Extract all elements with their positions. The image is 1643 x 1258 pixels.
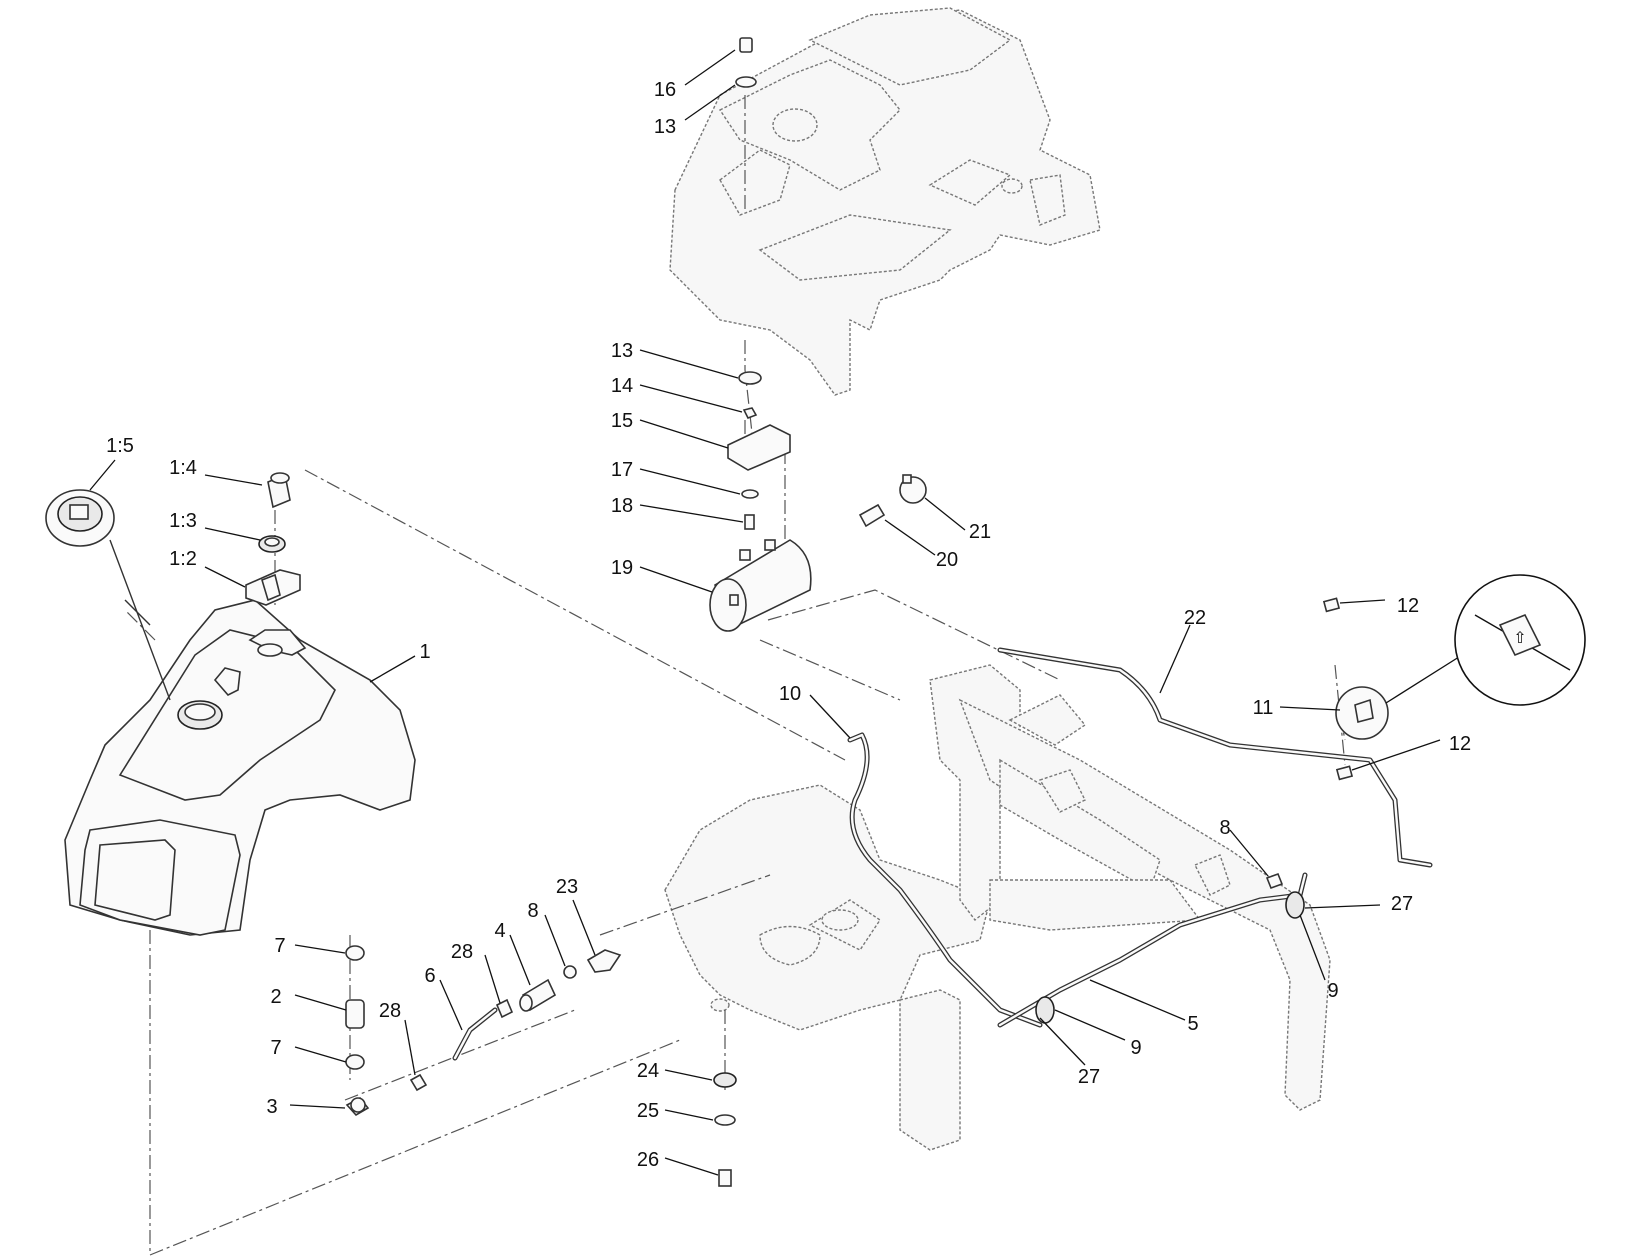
callout-1-2: 1:2 (169, 548, 197, 570)
callout-10: 10 (779, 683, 801, 705)
callout-1: 1 (419, 641, 430, 663)
part-vent-hose-22 (997, 647, 1433, 868)
part-fuel-hose-10 (847, 732, 1043, 1028)
callout-15: 15 (611, 410, 633, 432)
part-fitting-1-4 (267, 472, 291, 509)
part-hose-2 (345, 999, 365, 1029)
callout-labels: 1:5 1:4 1:3 1:2 1 16 13 13 14 15 17 18 1… (106, 79, 1471, 1171)
part-clamp-7-lower (345, 1054, 365, 1070)
callout-27-lower: 27 (1078, 1066, 1100, 1088)
leader-lines (89, 49, 1441, 1176)
part-clamp-7-upper (345, 945, 365, 961)
callout-18: 18 (611, 495, 633, 517)
callout-25: 25 (637, 1100, 659, 1122)
callout-4: 4 (494, 920, 505, 942)
callout-22: 22 (1184, 607, 1206, 629)
arrow-up-icon: ⇧ (1513, 628, 1526, 647)
part-hose-6 (452, 1007, 498, 1061)
part-canister-19 (709, 539, 812, 632)
part-filter-11 (1335, 649, 1471, 740)
callout-6: 6 (424, 965, 435, 987)
callout-8-right: 8 (1219, 817, 1230, 839)
part-clamp-28-left (409, 1073, 428, 1092)
part-fuel-filter-4 (519, 978, 557, 1012)
callout-19: 19 (611, 557, 633, 579)
part-clamp-9-upper (1285, 891, 1305, 919)
callout-17: 17 (611, 459, 633, 481)
part-cap-12-lower (1335, 765, 1354, 781)
callout-5: 5 (1187, 1013, 1198, 1035)
callout-14: 14 (611, 375, 633, 397)
callout-16: 16 (654, 79, 676, 101)
filter-detail-circle: ⇧ (1454, 574, 1586, 706)
callout-7-upper: 7 (274, 935, 285, 957)
callout-24: 24 (637, 1060, 659, 1082)
callout-1-4: 1:4 (169, 457, 197, 479)
callout-13-mid: 13 (611, 340, 633, 362)
part-fitting-8-right (1265, 872, 1284, 890)
part-fitting-8-left (563, 965, 577, 979)
callout-2: 2 (270, 986, 281, 1008)
callout-9-right: 9 (1327, 980, 1338, 1002)
part-grommet-1-3 (258, 535, 286, 553)
callout-8-left: 8 (527, 900, 538, 922)
part-isolator-24 (713, 1072, 737, 1088)
callout-9-lower: 9 (1130, 1037, 1141, 1059)
callout-12-bottom: 12 (1449, 733, 1471, 755)
callout-27-right: 27 (1391, 893, 1413, 915)
part-clamp-28-right (495, 998, 514, 1019)
part-cap-12-upper (1322, 597, 1341, 613)
part-valve-3 (345, 1096, 370, 1117)
seat-pan (664, 784, 991, 1031)
part-bolt-16 (735, 37, 757, 88)
callout-20: 20 (936, 549, 958, 571)
part-bracket-1-2 (245, 569, 301, 606)
console-hood (669, 7, 1101, 396)
part-valve-21 (899, 474, 927, 504)
callout-1-5: 1:5 (106, 435, 134, 457)
part-fuel-cap-1-5 (45, 489, 171, 701)
callout-12-top: 12 (1397, 595, 1419, 617)
part-clip-23 (586, 949, 622, 973)
fuel-tank (64, 599, 416, 936)
chassis-frame (899, 664, 1331, 1151)
callout-26: 26 (637, 1149, 659, 1171)
callout-28-left: 28 (379, 1000, 401, 1022)
canister-mount-hardware (727, 371, 791, 530)
callout-1-3: 1:3 (169, 510, 197, 532)
part-washer-25 (714, 1114, 736, 1126)
callout-11: 11 (1253, 697, 1274, 719)
callout-13-top: 13 (654, 116, 676, 138)
callout-21: 21 (969, 521, 991, 543)
part-hose-20 (858, 503, 886, 528)
callout-3: 3 (266, 1096, 277, 1118)
callout-23: 23 (556, 876, 578, 898)
part-clamp-9-lower (1035, 996, 1055, 1024)
callout-7-lower: 7 (270, 1037, 281, 1059)
callout-28-right: 28 (451, 941, 473, 963)
part-bolt-26 (718, 1169, 732, 1187)
